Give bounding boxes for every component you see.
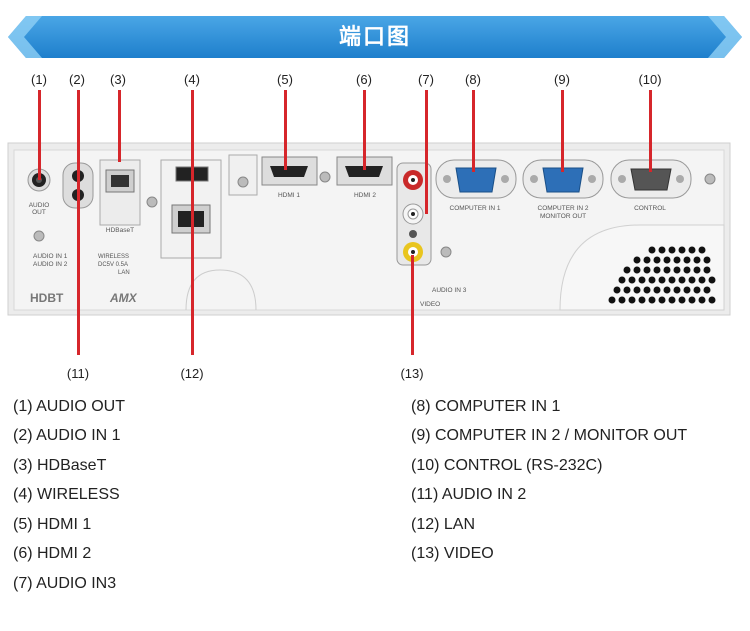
legend-item: (4) WIRELESS (13, 486, 120, 503)
callout-7: (7) (418, 72, 434, 87)
hdbt-logo: HDBT (30, 291, 64, 305)
legend-item: (1) AUDIO OUT (13, 398, 126, 415)
callout-2: (2) (69, 72, 85, 87)
svg-text:LAN: LAN (118, 270, 130, 276)
leader-8 (472, 90, 475, 172)
callout-1: (1) (31, 72, 47, 87)
hdmi-2-label: HDMI 2 (354, 192, 376, 199)
computer-in-1-label: COMPUTER IN 1 (450, 205, 501, 212)
legend-item: (8) COMPUTER IN 1 (411, 398, 561, 415)
legend-item: (6) HDMI 2 (13, 545, 92, 562)
leader-1 (38, 90, 41, 180)
leader-2-11 (77, 90, 80, 355)
svg-text:WIRELESS: WIRELESS (98, 254, 129, 260)
callout-3: (3) (110, 72, 126, 87)
leader-4-12 (191, 90, 194, 355)
legend-item: (3) HDBaseT (13, 457, 107, 474)
legend-item: (9) COMPUTER IN 2 / MONITOR OUT (411, 427, 688, 444)
legend-item: (7) AUDIO IN3 (13, 575, 117, 592)
leader-5 (284, 90, 287, 170)
callout-9: (9) (554, 72, 570, 87)
hdmi-1-label: HDMI 1 (278, 192, 300, 199)
callout-13: (13) (400, 366, 424, 381)
projector-rear-panel: AUDIO OUT AUDIO IN 1 AUDIO IN 2 HDBaseT … (7, 142, 731, 316)
leader-9 (561, 90, 564, 172)
leader-3 (118, 90, 121, 162)
leader-7 (425, 90, 428, 214)
callout-10: (10) (638, 72, 662, 87)
amx-logo: AMX (109, 291, 138, 305)
monitor-out-label: MONITOR OUT (540, 213, 586, 220)
callout-5: (5) (277, 72, 293, 87)
audio-in-3-label: AUDIO IN 3 (432, 287, 467, 294)
callout-6: (6) (356, 72, 372, 87)
video-label: VIDEO (420, 301, 440, 308)
audio-in-1-label: AUDIO IN 1 (33, 253, 68, 260)
callout-12: (12) (180, 366, 204, 381)
callout-8: (8) (465, 72, 481, 87)
audio-out-port (27, 168, 51, 192)
leader-13 (411, 255, 414, 355)
legend-item: (13) VIDEO (411, 545, 494, 562)
legend-item: (11) AUDIO IN 2 (411, 486, 527, 503)
legend-item: (10) CONTROL (RS-232C) (411, 457, 603, 474)
legend-item: (5) HDMI 1 (13, 516, 92, 533)
title-banner (8, 16, 742, 58)
computer-in-2-label: COMPUTER IN 2 (538, 205, 589, 212)
leader-10 (649, 90, 652, 172)
audio-out-label: AUDIO (29, 202, 50, 209)
control-label: CONTROL (634, 205, 666, 212)
svg-text:OUT: OUT (32, 209, 46, 216)
svg-text:DC5V 0.5A: DC5V 0.5A (98, 262, 128, 268)
callout-4: (4) (184, 72, 200, 87)
page-title: 端口图 (338, 24, 411, 49)
callout-11: (11) (66, 366, 90, 381)
legend-item: (12) LAN (411, 516, 476, 533)
hdbaset-label: HDBaseT (106, 227, 134, 234)
audio-in-2-label: AUDIO IN 2 (33, 261, 68, 268)
leader-6 (363, 90, 366, 170)
legend-item: (2) AUDIO IN 1 (13, 427, 121, 444)
